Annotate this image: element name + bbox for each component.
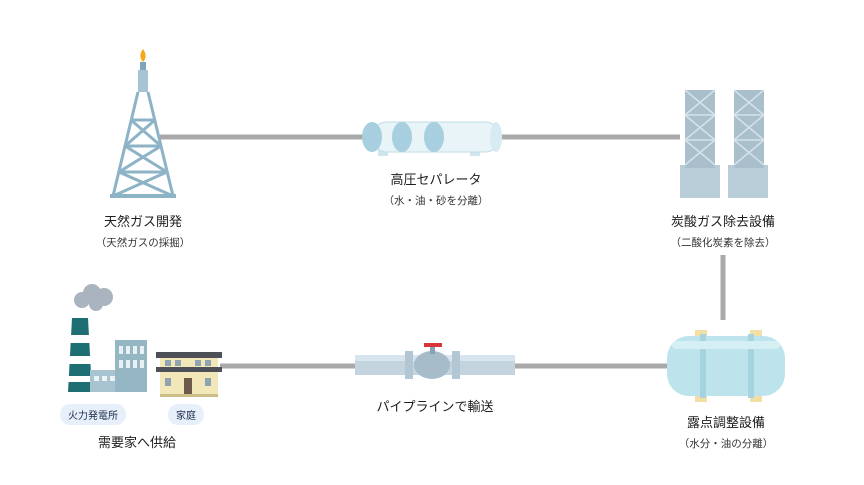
power-plant-badge: 火力発電所 bbox=[60, 404, 126, 425]
dew-point-subtitle: （水分・油の分離） bbox=[678, 438, 774, 450]
separator-icon bbox=[362, 121, 502, 156]
separator-label: 高圧セパレータ （水・油・砂を分離） bbox=[366, 169, 506, 208]
gas-rig-icon bbox=[110, 49, 176, 198]
separator-title: 高圧セパレータ bbox=[390, 173, 482, 188]
pipeline-title: パイプラインで輸送 bbox=[376, 400, 494, 415]
house-icon bbox=[156, 352, 222, 397]
home-badge: 家庭 bbox=[168, 404, 204, 425]
dew-point-vessel-icon bbox=[667, 330, 785, 402]
co2-removal-title: 炭酸ガス除去設備 bbox=[670, 215, 775, 230]
co2-removal-label: 炭酸ガス除去設備 （二酸化炭素を除去） bbox=[653, 211, 793, 250]
consumer-title: 需要家へ供給 bbox=[97, 436, 176, 451]
gas-development-label: 天然ガス開発 （天然ガスの採掘） bbox=[83, 211, 203, 250]
separator-subtitle: （水・油・砂を分離） bbox=[383, 195, 489, 207]
gas-development-subtitle: （天然ガスの採掘） bbox=[95, 237, 191, 249]
dew-point-title: 露点調整設備 bbox=[686, 416, 765, 431]
pipeline-icon bbox=[355, 343, 515, 379]
power-plant-icon bbox=[68, 284, 147, 392]
gas-development-title: 天然ガス開発 bbox=[103, 215, 182, 230]
co2-removal-subtitle: （二酸化炭素を除去） bbox=[670, 237, 776, 249]
consumer-label: 需要家へ供給 bbox=[82, 432, 192, 451]
dew-point-label: 露点調整設備 （水分・油の分離） bbox=[656, 412, 796, 451]
co2-removal-icon bbox=[680, 89, 768, 198]
pipeline-label: パイプラインで輸送 bbox=[360, 396, 510, 415]
